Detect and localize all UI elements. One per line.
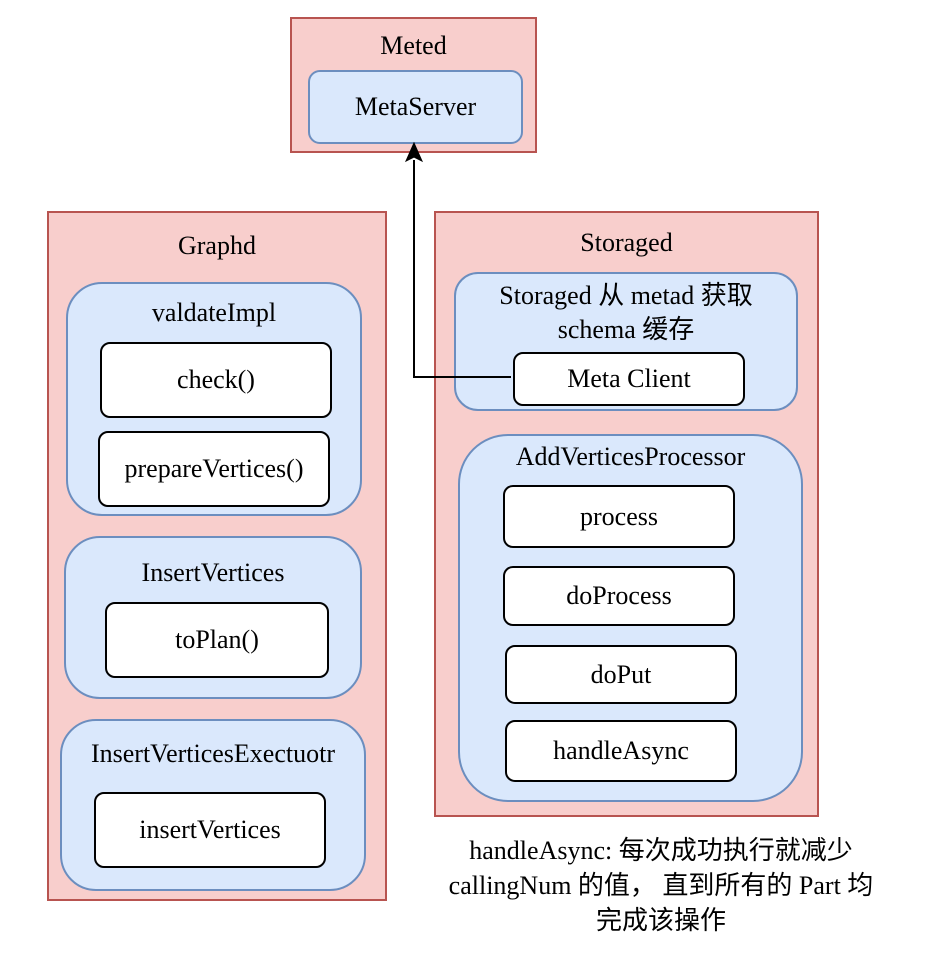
meta-client-node[interactable]: Meta Client xyxy=(513,352,745,406)
insert-vertices-title: InsertVertices xyxy=(141,558,285,587)
insert-vertices-executor-group: InsertVerticesExectuotr insertVertices xyxy=(60,719,366,891)
validate-impl-group: valdateImpl check() prepareVertices() xyxy=(66,282,362,516)
note-line-3: 完成该操作 xyxy=(595,906,726,935)
note-line-2: callingNum 的值， 直到所有的 Part 均 xyxy=(448,871,874,900)
process-node[interactable]: process xyxy=(503,485,735,548)
schema-cache-title-line2: schema 缓存 xyxy=(557,315,695,344)
insert-vertices-executor-title: InsertVerticesExectuotr xyxy=(90,739,335,768)
handle-async-note: handleAsync: 每次成功执行就减少 callingNum 的值， 直到… xyxy=(395,833,927,938)
validate-impl-title: valdateImpl xyxy=(151,298,277,327)
meta-server-node[interactable]: MetaServer xyxy=(308,70,523,144)
prepare-vertices-node[interactable]: prepareVertices() xyxy=(98,431,330,507)
do-put-node[interactable]: doPut xyxy=(505,645,737,704)
storaged-container: Storaged Storaged 从 metad 获取 schema 缓存 M… xyxy=(434,211,819,817)
storaged-title: Storaged xyxy=(580,228,673,257)
schema-cache-title-line1: Storaged 从 metad 获取 xyxy=(499,281,753,310)
handle-async-node[interactable]: handleAsync xyxy=(505,720,737,782)
meted-container: Meted MetaServer xyxy=(290,17,537,153)
insert-vertices-node[interactable]: insertVertices xyxy=(94,792,326,868)
insert-vertices-group: InsertVertices toPlan() xyxy=(64,536,362,699)
do-process-node[interactable]: doProcess xyxy=(503,566,735,626)
note-line-1: handleAsync: 每次成功执行就减少 xyxy=(469,836,853,865)
add-vertices-processor-title: AddVerticesProcessor xyxy=(515,442,746,471)
to-plan-node[interactable]: toPlan() xyxy=(105,602,329,678)
check-node[interactable]: check() xyxy=(100,342,332,418)
graphd-container: Graphd valdateImpl check() prepareVertic… xyxy=(47,211,387,901)
add-vertices-processor-group: AddVerticesProcessor process doProcess d… xyxy=(458,434,803,802)
schema-cache-group: Storaged 从 metad 获取 schema 缓存 Meta Clien… xyxy=(454,272,798,411)
meted-title: Meted xyxy=(380,31,447,60)
graphd-title: Graphd xyxy=(178,231,256,260)
